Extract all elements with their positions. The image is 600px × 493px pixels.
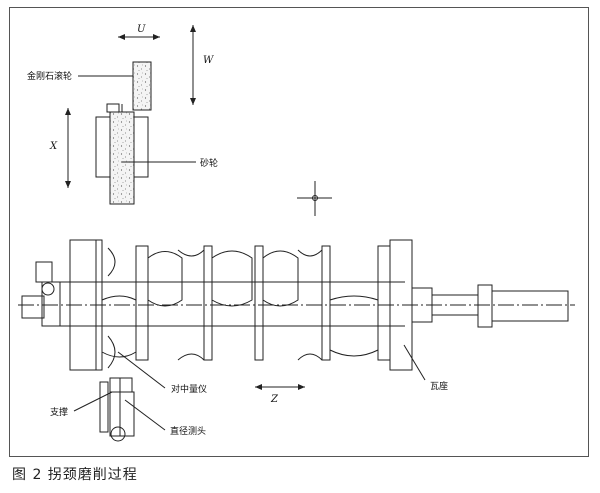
x-axis-label: X	[49, 141, 58, 152]
leader-diameter-probe	[124, 399, 166, 431]
leader-centering-gauge	[117, 351, 166, 389]
label-support: 支撑	[50, 406, 68, 418]
figure-frame	[9, 7, 589, 457]
label-bearing-seat: 瓦座	[430, 380, 448, 392]
label-grinding-wheel: 砂轮	[200, 157, 218, 169]
label-diamond-roller: 金刚石滚轮	[27, 70, 72, 82]
w-axis-label: W	[203, 55, 214, 66]
leader-support	[73, 391, 113, 412]
diamond-roller	[132, 61, 152, 111]
leader-bearing-seat	[403, 344, 426, 381]
support-and-probe	[99, 377, 135, 442]
figure-caption: 图 2 拐颈磨削过程	[12, 467, 138, 483]
grinding-wheel	[109, 111, 135, 205]
u-axis-label: U	[137, 24, 146, 35]
z-axis-label: Z	[270, 394, 279, 405]
label-diameter-probe: 直径测头	[170, 425, 206, 437]
crosshair-marker	[297, 181, 332, 216]
roller-mount-small	[106, 103, 120, 113]
label-centering-gauge: 对中量仪	[171, 383, 207, 395]
